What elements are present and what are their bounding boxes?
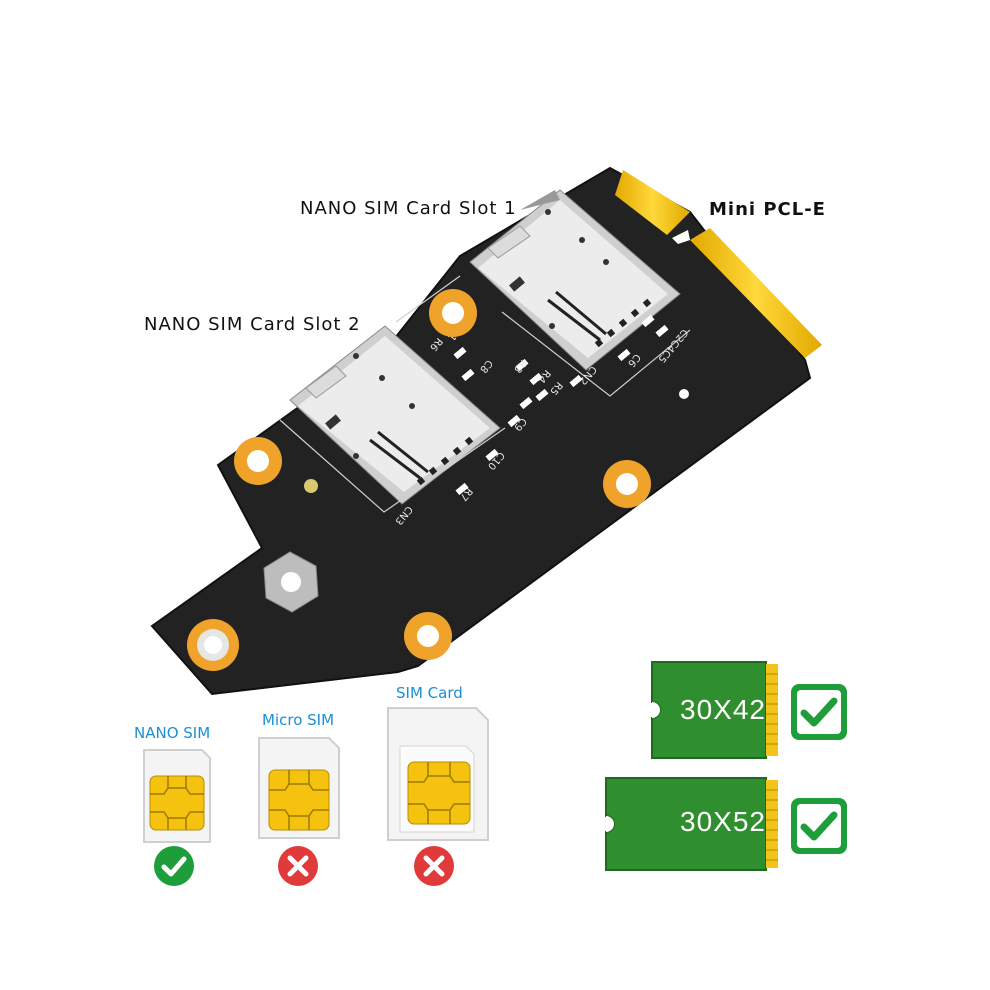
sim-type-label-micro: Micro SIM (262, 711, 335, 729)
sim-type-label-standard: SIM Card (396, 684, 463, 702)
hex-standoff (263, 551, 319, 613)
checkmark-box-icon (791, 798, 847, 854)
label-sim-slot-2: NANO SIM Card Slot 2 (144, 314, 361, 335)
m2-card-30x52-icon (605, 777, 778, 871)
sim-slot-1-connector (469, 189, 681, 371)
micro-sim-card-icon (258, 737, 340, 839)
silkscreen-outlines (279, 275, 691, 513)
x-circle-icon (278, 846, 318, 886)
label-mini-pcie: Mini PCL-E (709, 199, 826, 220)
nano-sim-card-icon (143, 749, 211, 843)
sim-slot-2-connector (289, 325, 501, 505)
m2-card-30x42-icon (651, 661, 778, 759)
checkmark-box-icon (791, 684, 847, 740)
standard-sim-card-icon (387, 707, 489, 841)
smd-components (453, 314, 669, 496)
x-circle-icon (414, 846, 454, 886)
label-sim-slot-1: NANO SIM Card Slot 1 (300, 198, 517, 219)
card-size-label-30x42: 30X42 (680, 694, 766, 725)
card-size-label-30x52: 30X52 (680, 806, 766, 837)
mounting-pads (187, 289, 689, 671)
sim-type-label-nano: NANO SIM (134, 724, 211, 742)
check-circle-icon (154, 846, 194, 886)
gold-edge-connector (615, 170, 822, 358)
